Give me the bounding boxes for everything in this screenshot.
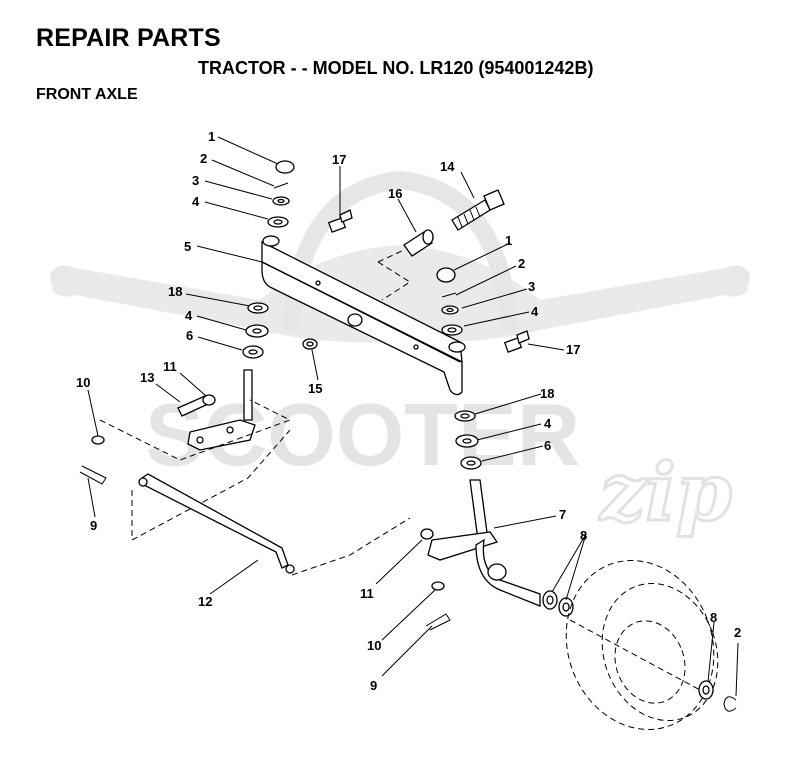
callout-14: 14 (440, 159, 455, 174)
callout-17: 17 (332, 152, 346, 167)
callout-3: 3 (528, 279, 535, 294)
callout-17: 17 (566, 342, 580, 357)
callout-7: 7 (559, 507, 566, 522)
callout-11: 11 (163, 359, 177, 374)
watermark-script-text: zip (598, 445, 732, 539)
callout-6: 6 (544, 438, 551, 453)
callout-8: 8 (580, 528, 587, 543)
page-title: REPAIR PARTS (36, 24, 221, 52)
right-spindle-washers (454, 410, 482, 470)
front-wheel (565, 560, 719, 730)
callout-4: 4 (531, 304, 539, 319)
callout-16: 16 (388, 186, 402, 201)
left-spindle-washers (242, 302, 269, 359)
cotter-pin-9-right (425, 613, 451, 631)
nut-11-right (420, 528, 434, 540)
grease-fitting-upper (327, 209, 353, 233)
callout-8: 8 (710, 610, 717, 625)
callout-6: 6 (186, 328, 193, 343)
callout-9: 9 (370, 678, 377, 693)
callout-labels: 1 2 3 4 5 17 16 14 1 2 3 4 17 18 4 6 15 … (76, 129, 741, 693)
spacer-16 (403, 229, 434, 257)
left-spindle (187, 369, 256, 451)
callout-12: 12 (198, 594, 212, 609)
e-clip-2 (723, 696, 737, 712)
callout-5: 5 (184, 239, 191, 254)
callout-13: 13 (140, 370, 154, 385)
tie-rod (138, 473, 295, 574)
callout-3: 3 (192, 173, 199, 188)
watermark-logo: SCOOTER zip (50, 170, 750, 541)
axle-beam (261, 235, 466, 396)
nut-11-left (202, 394, 216, 406)
right-top-parts (436, 267, 463, 336)
section-heading: FRONT AXLE (36, 86, 138, 103)
washer-10-left (91, 435, 105, 445)
callout-10: 10 (367, 638, 381, 653)
callout-11: 11 (360, 586, 374, 601)
callout-2: 2 (200, 151, 207, 166)
cotter-pin-9-left (79, 465, 107, 485)
pivot-bolt-14 (451, 189, 505, 231)
grease-fitting-lower (503, 330, 530, 353)
callout-1: 1 (208, 129, 215, 144)
washer-10-right (431, 581, 445, 591)
callout-10: 10 (76, 375, 90, 390)
callout-15: 15 (308, 381, 322, 396)
callout-1: 1 (505, 233, 512, 248)
left-top-parts (267, 160, 295, 228)
model-subtitle: TRACTOR - - MODEL NO. LR120 (954001242B) (198, 58, 594, 78)
right-spindle-7 (427, 479, 541, 607)
callout-2: 2 (734, 625, 741, 640)
callout-4: 4 (185, 308, 193, 323)
callout-18: 18 (168, 284, 182, 299)
callout-2: 2 (518, 256, 525, 271)
callout-18: 18 (540, 386, 554, 401)
callout-4: 4 (544, 416, 552, 431)
callout-9: 9 (90, 518, 97, 533)
leader-lines (87, 136, 739, 697)
callout-4: 4 (192, 194, 200, 209)
